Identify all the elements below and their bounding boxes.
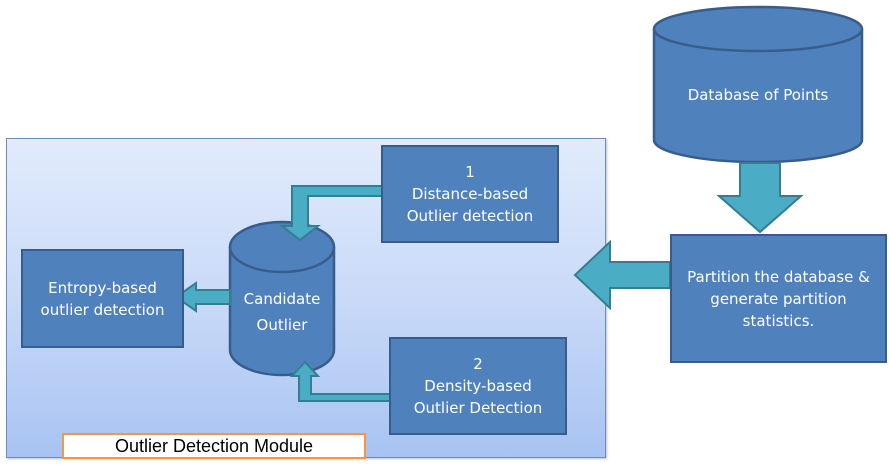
entropy-based-node[interactable]: Entropy-based outlier detection (21, 249, 184, 348)
module-label: Outlier Detection Module (62, 433, 366, 459)
density-line-1: Density-based (424, 377, 532, 395)
entropy-line-1: Entropy-based (48, 278, 157, 297)
entropy-line-2: outlier detection (40, 300, 165, 319)
candidate-outlier-label: Candidate Outlier (230, 284, 334, 340)
distance-number: 1 (465, 163, 475, 181)
arrow-partition-to-module (573, 239, 671, 311)
partition-line-3: statistics. (742, 311, 815, 330)
distance-line-2: Outlier detection (406, 207, 534, 225)
database-of-points-label: Database of Points (654, 70, 862, 120)
partition-node[interactable]: Partition the database & generate partit… (670, 234, 887, 363)
density-number: 2 (473, 355, 483, 373)
distance-based-node[interactable]: 1 Distance-based Outlier detection (381, 145, 559, 243)
distance-line-1: Distance-based (411, 185, 529, 203)
database-cylinder[interactable] (652, 5, 864, 164)
arrow-density-to-candidate (289, 360, 392, 402)
candidate-line-2: Outlier (256, 316, 308, 334)
arrow-candidate-to-entropy (174, 281, 231, 313)
density-based-node[interactable]: 2 Density-based Outlier Detection (389, 337, 567, 435)
density-line-2: Outlier Detection (413, 399, 543, 417)
partition-line-2: generate partition (710, 289, 847, 308)
database-label-text: Database of Points (687, 86, 829, 104)
arrow-distance-to-candidate (279, 185, 384, 242)
arrow-database-to-partition (716, 162, 804, 234)
partition-line-1: Partition the database & (687, 267, 870, 286)
candidate-line-1: Candidate (243, 290, 321, 308)
